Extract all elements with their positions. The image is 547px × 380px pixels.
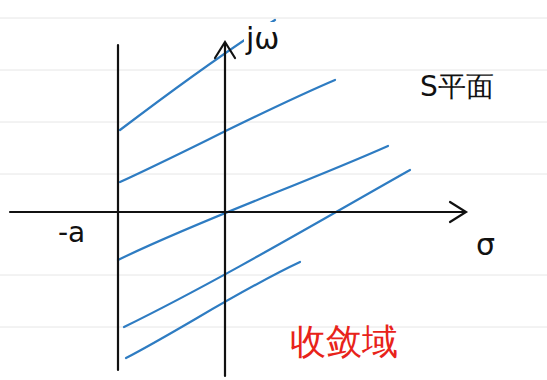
region-label: 收敛域 [288,322,400,362]
hatching [118,20,410,358]
axis-label: jω [244,22,281,55]
plane-label: S平面 [418,72,496,103]
ruled-lines [0,18,547,327]
axis-label: σ [474,228,497,261]
axes [10,42,466,376]
abscissa-label: -a [56,218,87,249]
